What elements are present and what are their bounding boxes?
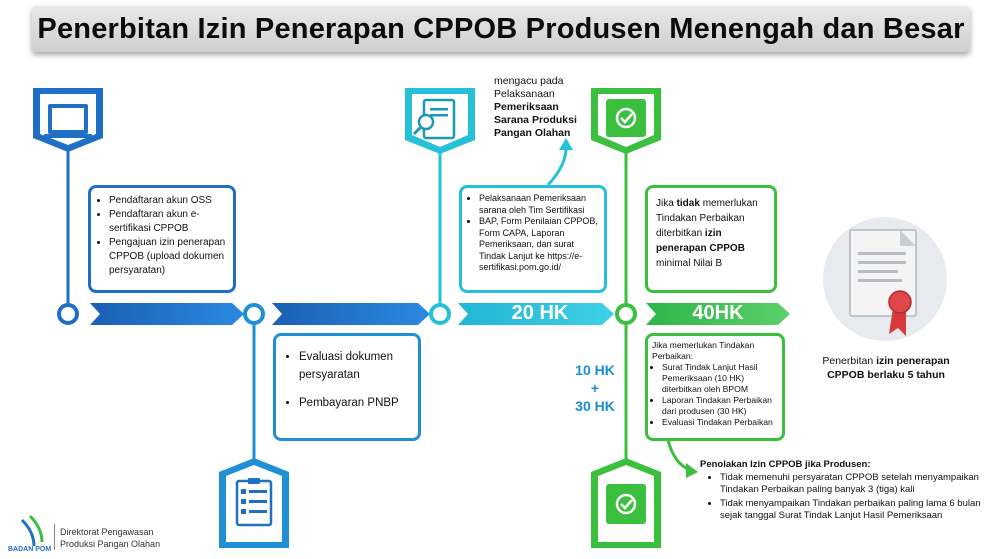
footer-line1: Direktorat Pengawasan <box>60 527 154 537</box>
rejection-item: Tidak memenuhi persyaratan CPPOB setelah… <box>720 472 985 496</box>
timeline-node-3 <box>429 303 451 325</box>
footer-logo-text: BADAN POM <box>8 546 52 553</box>
footer-divider <box>54 524 55 550</box>
monitor-icon <box>33 88 103 152</box>
step5-item: Surat Tindak Lanjut Hasil Pemeriksaan (1… <box>662 362 778 395</box>
certificate-caption-bold1: izin penerapan <box>876 355 950 367</box>
step5-item: Evaluasi Tindakan Perbaikan <box>662 417 778 428</box>
timeline-arrow-1 <box>90 303 244 325</box>
timeline-node-1 <box>57 303 79 325</box>
step2-item: Pembayaran PNBP <box>299 394 408 412</box>
step3-item: Pelaksanaan Pemeriksaan sarana oleh Tim … <box>479 193 599 216</box>
page-title: Penerbitan Izin Penerapan CPPOB Produsen… <box>37 12 965 45</box>
step1-item: Pendaftaran akun OSS <box>109 194 227 208</box>
step2-item: Evaluasi dokumen persyaratan <box>299 348 408 384</box>
timeline-arrow-2 <box>272 303 430 325</box>
rejection-title: Penolakan Izin CPPOB jika Produsen: <box>700 459 871 470</box>
step2-box: Evaluasi dokumen persyaratan Pembayaran … <box>273 333 421 441</box>
step5-box: Jika memerlukan Tindakan Perbaikan: Sura… <box>645 333 785 441</box>
step1-box: Pendaftaran akun OSS Pendaftaran akun e-… <box>88 185 236 293</box>
note-arrow <box>546 147 568 187</box>
footer-line2: Produksi Pangan Olahan <box>60 539 161 549</box>
inspection-note-prefix: mengacu pada Pelaksanaan <box>494 75 564 100</box>
timeline-arrow-3 <box>458 303 614 325</box>
step3-item: BAP, Form Penilaian CPPOB, Form CAPA, La… <box>479 216 599 274</box>
hk-20-label: 20 HK <box>511 302 569 324</box>
certificate-caption-bold2: CPPOB berlaku 5 tahun <box>827 369 945 381</box>
hk-10-text: 10 HK <box>575 362 615 378</box>
checklist-icon <box>219 458 289 548</box>
rejection-item: Tidak menyampaikan Tindakan perbaikan pa… <box>720 498 985 522</box>
step5-item: Laporan Tindakan Perbaikan dari produsen… <box>662 395 778 417</box>
document-search-icon <box>405 88 475 154</box>
puzzle-gear-icon <box>591 88 661 154</box>
step4-bold-2: izin penerapan CPPOB <box>656 228 745 254</box>
certificate-caption-prefix: Penerbitan <box>822 355 874 367</box>
footer-org: Direktorat Pengawasan Produksi Pangan Ol… <box>60 526 160 550</box>
step4-text-2: memerlukan Tindakan Perbaikan diterbitka… <box>656 198 758 239</box>
step5-intro: Jika memerlukan Tindakan Perbaikan: <box>652 340 755 361</box>
badan-pom-logo <box>20 514 44 547</box>
hk-40-label: 40HK <box>692 302 744 324</box>
step4-bold-1: tidak <box>676 198 700 209</box>
step3-box: Pelaksanaan Pemeriksaan sarana oleh Tim … <box>459 185 607 293</box>
step1-item: Pengajuan izin penerapan CPPOB (upload d… <box>109 236 227 278</box>
timeline-node-4 <box>615 303 637 325</box>
certificate-icon <box>823 217 947 341</box>
step4-box: Jika tidak memerlukan Tindakan Perbaikan… <box>645 185 777 293</box>
hk-plus-text: + <box>590 380 600 396</box>
hk-sum-label: 10 HK + 30 HK <box>562 361 628 415</box>
inspection-note-bold: Pemeriksaan Sarana Produksi Pangan Olaha… <box>494 101 577 139</box>
timeline-arrow-4 <box>646 303 790 325</box>
rejection-block: Penolakan Izin CPPOB jika Produsen: Tida… <box>700 459 985 522</box>
puzzle-gear-icon-bottom <box>591 458 661 548</box>
step1-item: Pendaftaran akun e-sertifikasi CPPOB <box>109 208 227 236</box>
inspection-note: mengacu pada Pelaksanaan Pemeriksaan Sar… <box>494 75 584 140</box>
hk-30-text: 30 HK <box>575 398 615 414</box>
step4-text-3: minimal Nilai B <box>656 258 723 269</box>
title-bar: Penerbitan Izin Penerapan CPPOB Produsen… <box>32 6 970 52</box>
certificate-caption: Penerbitan izin penerapan CPPOB berlaku … <box>806 354 966 382</box>
timeline-node-2 <box>243 303 265 325</box>
step4-text-1: Jika <box>656 198 674 209</box>
